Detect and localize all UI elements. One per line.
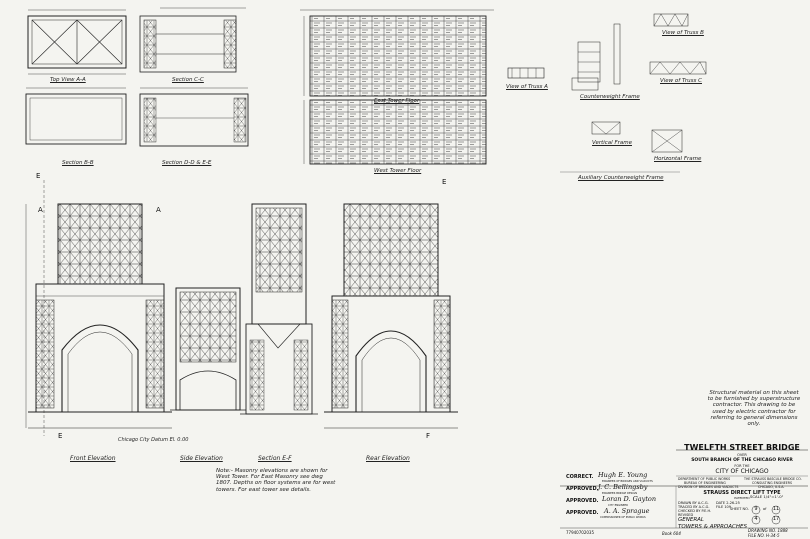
river-label: SOUTH BRANCH OF THE CHICAGO RIVER	[691, 458, 793, 463]
label-section-c-c: Section C-C	[172, 77, 204, 83]
title-block-frame	[560, 449, 808, 529]
marker-e-right: E	[442, 178, 447, 186]
masonry-note: Note:- Masonry elevations are shown for …	[216, 468, 336, 493]
company-label: THE STRAUSS BASCULE BRIDGE CO.	[744, 477, 802, 481]
label-section-b-b: Section B-B	[62, 160, 94, 166]
section-e-f-elevation	[240, 203, 318, 415]
datum-label: Chicago City Datum El. 0.00	[118, 437, 189, 443]
signature-approved-3: A. A. Sprague	[604, 507, 650, 515]
book-number: Book 604	[662, 531, 681, 536]
role-approved-3: COMMISSIONER OF PUBLIC WORKS	[600, 516, 646, 519]
label-side-elevation: Side Elevation	[180, 455, 223, 462]
section-b-b	[25, 87, 127, 145]
role-approved-1: ENGINEER BRIDGE DESIGN	[602, 492, 638, 495]
marker-a-right: A	[156, 206, 161, 214]
for-the-label: FOR THE	[734, 464, 750, 468]
city-label: CITY OF CHICAGO	[715, 468, 769, 475]
bureau-label: BUREAU OF ENGINEERING	[684, 481, 726, 485]
patented-label: PATENTED	[734, 496, 750, 500]
signature-approved-2: Loran D. Gayton	[602, 495, 657, 503]
label-view-truss-b: View of Truss B	[662, 30, 704, 36]
section-c-c	[139, 7, 246, 73]
checked-by: CHECKED BY P.E.H.	[678, 509, 712, 513]
dept-label: DEPARTMENT OF PUBLIC WORKS	[678, 477, 731, 481]
stamp-number: 77940702035	[566, 530, 594, 535]
label-auxiliary-counterweight-frame: Auxiliary Counterweight Frame	[578, 175, 664, 181]
label-counterweight-frame: Counterweight Frame	[580, 94, 640, 100]
side-elevation	[170, 287, 246, 411]
label-view-truss-a: View of Truss A	[506, 84, 548, 90]
date: DATE 2-26-25	[716, 501, 740, 505]
label-section-e-f: Section E-F	[258, 455, 292, 462]
west-tower-floor	[303, 99, 487, 165]
company-city: CHICAGO, U.S.A.	[758, 485, 785, 489]
marker-e-top: E	[36, 172, 41, 180]
marker-e-bottom: E	[58, 432, 63, 440]
label-top-view: Top View A-A	[50, 77, 86, 83]
sheet-total: 11	[772, 506, 780, 512]
company-role: CONSULTING ENGINEERS	[752, 481, 793, 485]
label-east-tower-floor: East Tower Floor	[374, 98, 420, 104]
approved-label-2: APPROVED.	[566, 498, 599, 504]
sheet-of: of	[763, 507, 767, 511]
file-no: FILE 109	[716, 505, 731, 509]
type-label: STRAUSS DIRECT LIFT TYPE	[703, 490, 781, 496]
drawing-no: DRAWING NO. 1888	[748, 528, 788, 533]
sheet-label: SHEET NO.	[730, 507, 749, 511]
section-d-d-e-e	[139, 87, 249, 147]
marker-a-left: A	[38, 206, 43, 214]
signature-correct: Hugh E. Young	[598, 471, 648, 479]
file-no-bottom: FILE NO. H-34-5	[748, 533, 780, 538]
label-vertical-frame: Vertical Frame	[592, 140, 632, 146]
label-view-truss-c: View of Truss C	[660, 78, 702, 84]
revised: REVISED	[678, 513, 694, 517]
division-label: DIVISION OF BRIDGES AND VIADUCTS	[678, 485, 739, 489]
rear-elevation	[324, 203, 458, 429]
sheet-no: 9	[754, 506, 758, 512]
label-rear-elevation: Rear Elevation	[366, 455, 410, 462]
signature-approved-1: J. C. Bellingsby	[598, 483, 648, 491]
bridge-title: TWELFTH STREET BRIDGE	[684, 443, 800, 452]
role-correct: ENGINEER OF BRIDGES AND VIADUCTS	[602, 480, 653, 483]
subject-towers: TOWERS & APPROACHES	[678, 524, 747, 530]
subject-general: GENERAL	[678, 517, 704, 523]
orig-no: 4	[754, 516, 758, 522]
role-approved-2: CITY ENGINEER	[608, 504, 628, 507]
orig-total: 17	[772, 516, 780, 522]
top-view-a-a	[27, 9, 127, 75]
traced-by: TRACED BY A.C.G.	[678, 505, 710, 509]
drawn-by: DRAWN BY A.C.G.	[678, 501, 709, 505]
front-elevation	[25, 180, 172, 436]
approved-label-1: APPROVED.	[566, 486, 599, 492]
label-section-d-d-e-e: Section D-D & E-E	[162, 160, 212, 166]
over-label: OVER	[737, 453, 747, 457]
east-tower-floor	[300, 9, 494, 97]
label-front-elevation: Front Elevation	[70, 455, 116, 462]
marker-f-bottom: F	[426, 432, 431, 440]
truss-details	[507, 13, 707, 173]
structural-note: Structural material on this sheet to be …	[707, 390, 801, 428]
label-horizontal-frame: Horizontal Frame	[654, 156, 702, 162]
label-west-tower-floor: West Tower Floor	[374, 168, 422, 174]
approved-label-3: APPROVED.	[566, 510, 599, 516]
scale: SCALE 1/4"=1'-0"	[750, 494, 784, 499]
correct-label: CORRECT.	[566, 474, 594, 480]
